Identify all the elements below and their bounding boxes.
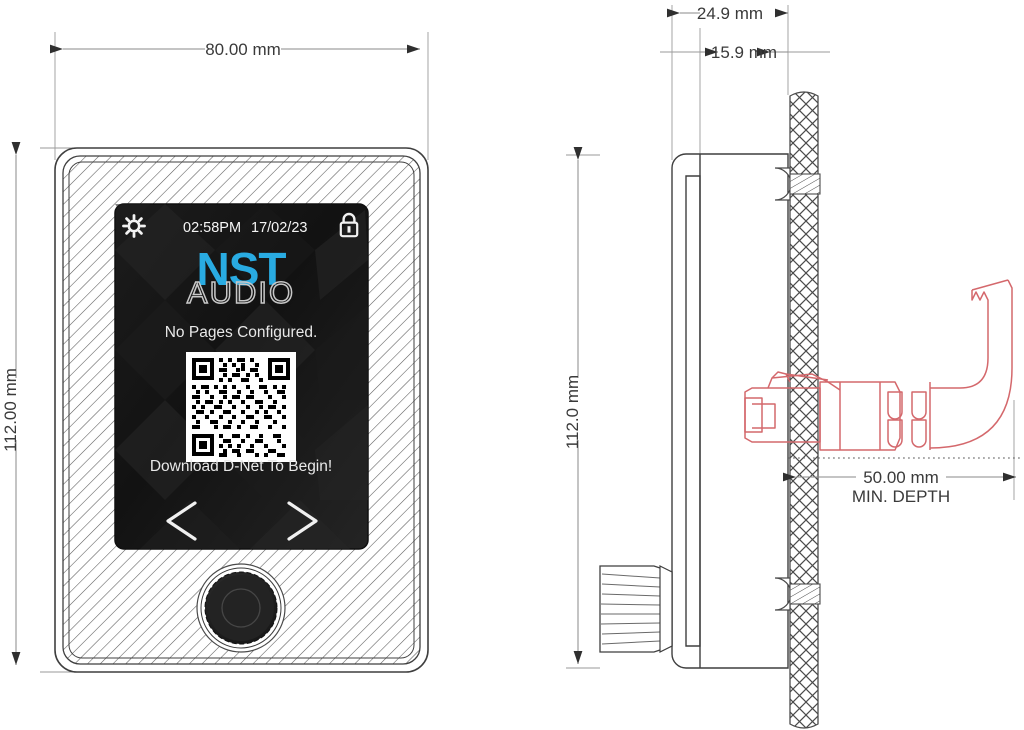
dim-height-side-label: 112.0 mm [563,375,582,449]
dim-depth-body-label: 15.9 mm [711,43,777,62]
dim-depth-total: 24.9 mm [667,4,788,23]
dim-width-front: 80.00 mm [50,40,420,59]
logo-secondary: AUDIO [187,275,295,310]
gear-icon[interactable] [122,214,146,238]
front-view: 80.00 mm 112.00 mm [1,32,429,673]
logo-primary: NST [197,243,287,295]
mounting-screw-bottom [774,577,821,611]
wall-cross-section [789,91,819,729]
qr-code[interactable] [186,352,296,462]
status-time: 02:58PM [183,220,241,236]
chevron-right-icon[interactable] [287,501,318,541]
dim-depth-total-label: 24.9 mm [697,4,763,23]
status-bar: 02:58PM 17/02/23 [122,212,359,238]
dim-width-front-label: 80.00 mm [205,40,281,59]
dim-min-depth-label: 50.00 mm [863,468,939,487]
screen-message-top: No Pages Configured. [165,324,318,341]
dim-height-front: 112.00 mm [1,142,21,665]
rj45-ethernet-connector [744,279,1013,451]
min-depth-note: MIN. DEPTH [852,487,950,506]
dim-height-front-label: 112.00 mm [1,368,20,452]
chevron-left-icon[interactable] [166,501,197,541]
dim-depth-body: 15.9 mm [700,43,788,62]
brand-logo: NST AUDIO [186,243,295,311]
status-date: 17/02/23 [251,220,307,236]
mounting-screw-top [774,167,821,201]
knob-side-profile [599,565,673,653]
device-screen[interactable]: 02:58PM 17/02/23 NST AUDIO No Pages Conf… [114,203,369,550]
side-view: 24.9 mm 15.9 mm 112.0 mm [563,4,1020,729]
lock-icon[interactable] [339,212,359,238]
knob-knurl [204,571,278,645]
screen-message-bottom: Download D-Net To Begin! [150,458,332,475]
dim-height-side: 112.0 mm [563,147,583,664]
rotary-encoder-knob[interactable] [196,563,286,653]
dim-min-depth: 50.00 mm MIN. DEPTH [783,468,1016,506]
faceplate-profile [671,153,789,669]
